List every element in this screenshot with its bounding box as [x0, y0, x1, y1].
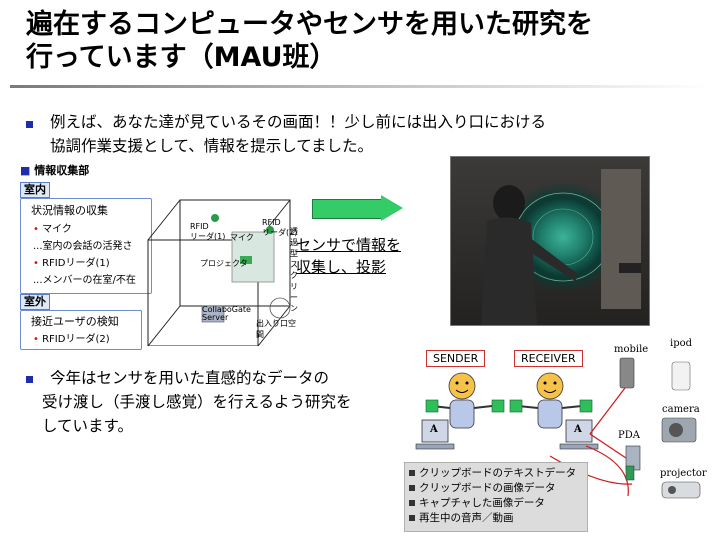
indoor-item-3: • RFIDリーダ(1) — [33, 258, 110, 269]
device-label-projector: projector — [660, 468, 707, 479]
transfer-diagram: SENDER RECEIVER — [400, 336, 716, 536]
legend-item-1: クリップボードのテキストデータ — [405, 466, 587, 481]
bullet-square-icon — [26, 121, 33, 128]
bullet-square-icon — [26, 376, 33, 383]
device-label-mobile: mobile — [614, 344, 649, 355]
sensor-caption: センサで情報を 収集し、投影 — [296, 234, 401, 278]
indoor-label: 室内 — [20, 182, 50, 198]
outdoor-label: 室外 — [20, 294, 50, 310]
pc-letter-receiver: A — [574, 424, 582, 435]
demo-photo — [450, 156, 650, 326]
bullet-2-line-2: 受け渡し（手渡し感覚）を行えるよう研究を — [42, 393, 352, 411]
transfer-illustration — [415, 357, 701, 499]
right-arrow-head-icon — [381, 195, 403, 221]
collection-header: ■ 情報収集部 — [20, 164, 90, 177]
indoor-item-2: ...室内の会話の活発さ — [33, 241, 133, 252]
bullet-1-line-1: 例えば、あなた達が見ているその画面！！少し前には出入り口における — [50, 113, 547, 131]
rfid1-sensor — [211, 214, 219, 222]
sender-label: SENDER — [426, 350, 486, 367]
sender-figure — [431, 372, 493, 429]
legend-item-2: クリップボードの画像データ — [405, 481, 587, 496]
legend-item-3: キャプチャした画像データ — [405, 496, 587, 511]
bullet-2-line-1: 今年はセンサを用いた直感的なデータの — [50, 369, 330, 387]
receiver-label: RECEIVER — [514, 350, 583, 367]
outdoor-item-1: • RFIDリーダ(2) — [33, 334, 110, 345]
device-label-ipod: ipod — [670, 338, 693, 349]
device-label-camera: camera — [662, 404, 700, 415]
indoor-box: 状況情報の収集 • マイク ...室内の会話の活発さ • RFIDリーダ(1) … — [20, 198, 152, 294]
bullet-1-line-2: 協調作業支援として、情報を提示してました。 — [50, 137, 374, 155]
mic-label: マイク — [230, 233, 254, 242]
data-type-legend: クリップボードのテキストデータ クリップボードの画像データ キャプチャした画像デ… — [404, 462, 588, 532]
bullet-2-line-3: しています。 — [42, 417, 133, 435]
projector-device-shape — [661, 481, 701, 499]
screen-label: 透過型スクリーン — [290, 227, 298, 313]
entrance-label: 出入り口空間 — [256, 319, 296, 339]
title-divider — [10, 85, 710, 88]
caption-line-2: 収集し、投影 — [296, 258, 387, 276]
ipod-shape — [671, 361, 691, 391]
collection-diagram: ■ 情報収集部 室内 状況情報の収集 • マイク ...室内の会話の活発さ • … — [20, 160, 300, 350]
mobile-shape — [619, 357, 635, 389]
projector-label: プロジェクタ — [200, 259, 248, 268]
caption-line-1: センサで情報を — [296, 236, 402, 254]
title-line-1: 遍在するコンピュータやセンサを用いた研究を — [26, 9, 593, 40]
outdoor-box: 接近ユーザの検知 • RFIDリーダ(2) — [20, 310, 142, 350]
device-label-pda: PDA — [618, 430, 640, 441]
slide-title: 遍在するコンピュータやセンサを用いた研究を 行っています（MAU班） — [26, 8, 706, 74]
server-shape — [201, 305, 225, 323]
outdoor-heading: 接近ユーザの検知 — [31, 315, 119, 328]
right-arrow-icon — [312, 199, 383, 219]
screen-shape — [231, 231, 275, 283]
bullet-1: 例えば、あなた達が見ているその画面！！少し前には出入り口における 協調作業支援と… — [50, 110, 700, 158]
indoor-item-4: ...メンバーの在室/不在 — [33, 275, 136, 286]
legend-item-4: 再生中の音声／動画 — [405, 511, 587, 526]
pc-letter-sender: A — [430, 424, 438, 435]
room-sketch — [147, 199, 291, 346]
receiver-figure — [517, 372, 583, 429]
bullet-2: 今年はセンサを用いた直感的なデータの 受け渡し（手渡し感覚）を行えるよう研究を … — [42, 366, 402, 438]
indoor-item-1: • マイク — [33, 224, 72, 235]
photo-illustration — [481, 169, 641, 325]
projector-shape — [240, 256, 252, 264]
rfid2-sensor — [266, 226, 274, 234]
title-line-2: 行っています（MAU班） — [26, 42, 337, 73]
indoor-heading: 状況情報の収集 — [31, 204, 108, 217]
